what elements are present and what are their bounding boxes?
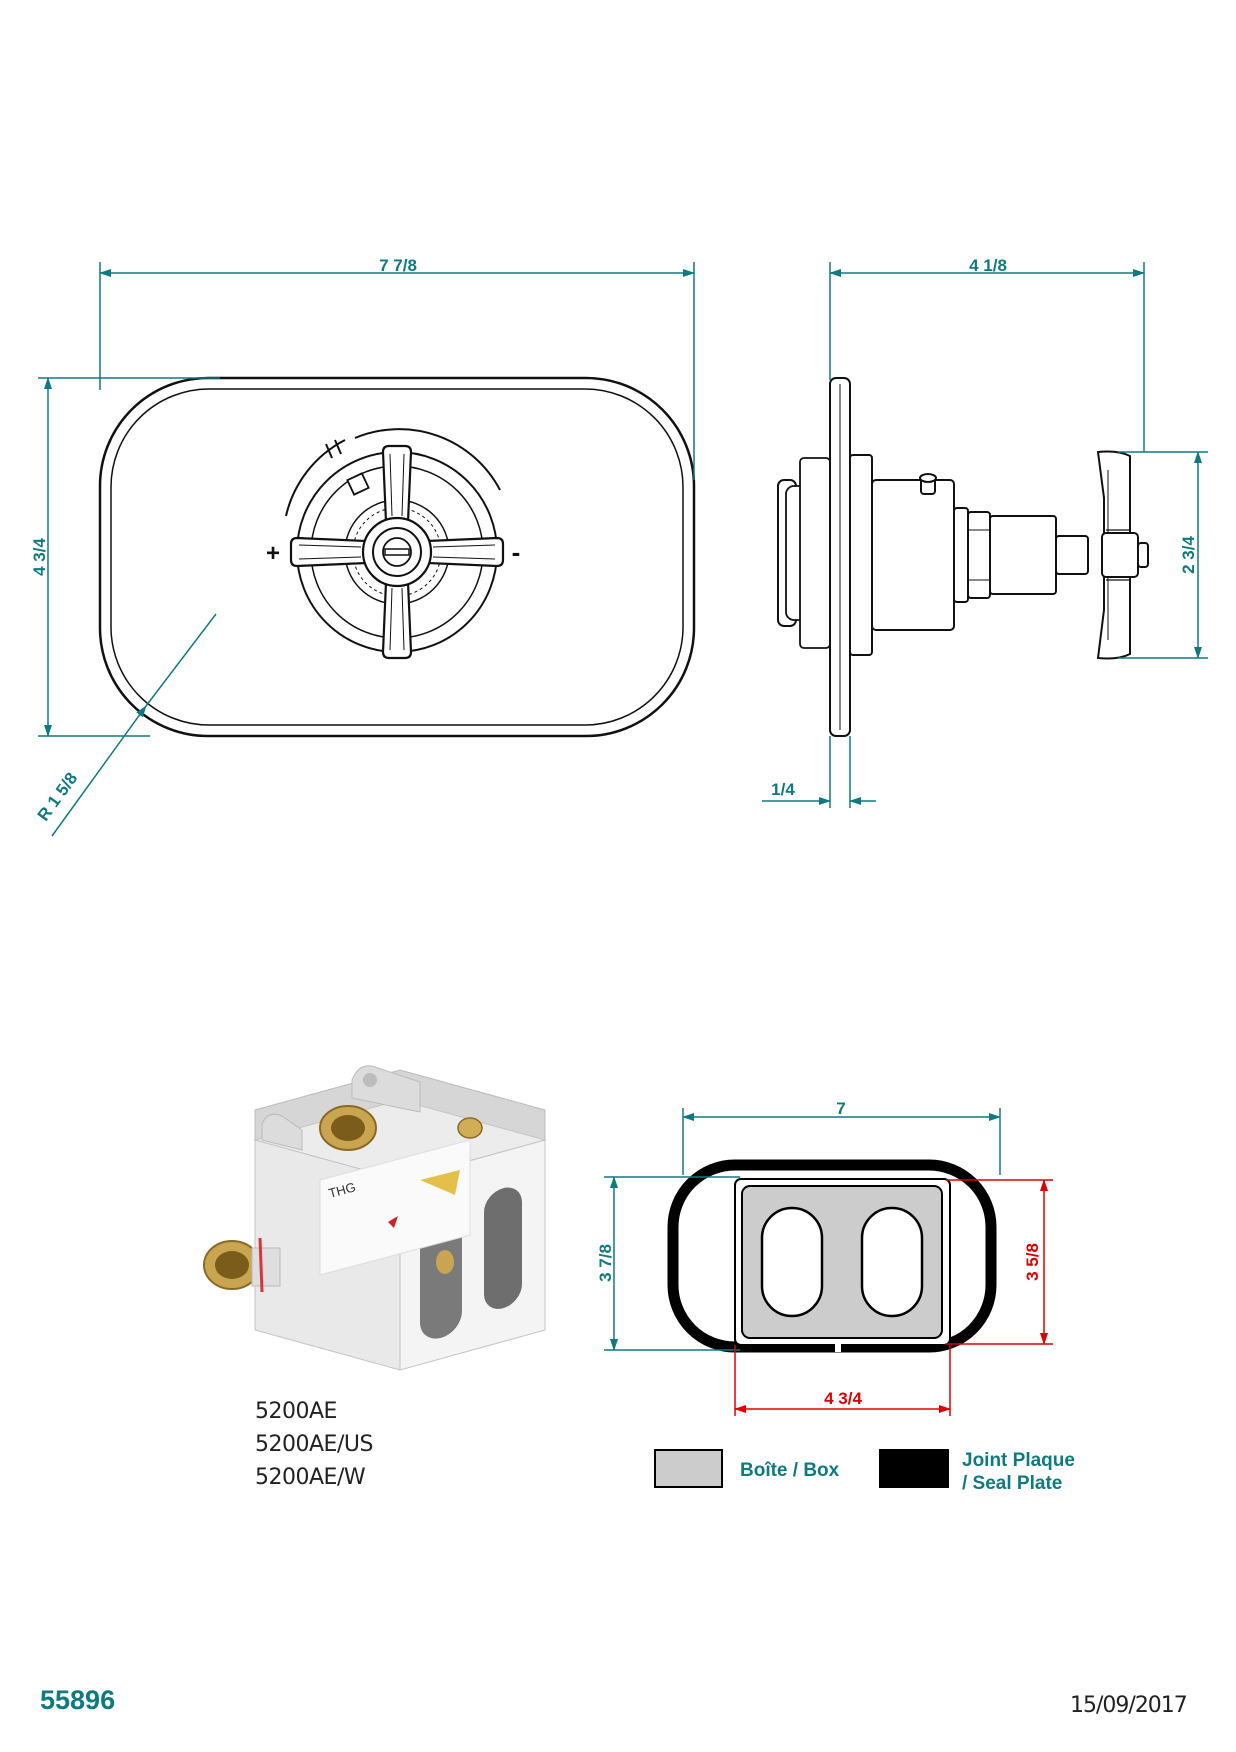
legend-seal-label-line1: Joint Plaque (962, 1450, 1075, 1471)
plate-thickness-label: 1/4 (771, 780, 795, 799)
width-dimension (99, 262, 695, 480)
radius-dimension-label: R 1 5/8 (34, 769, 82, 825)
box-opening-left (760, 1206, 824, 1318)
cross-handle (289, 444, 505, 660)
document-date: 15/09/2017 (1070, 1693, 1187, 1718)
legend-seal-swatch (879, 1449, 949, 1488)
height-dimension-label: 4 3/4 (30, 538, 49, 576)
inner-width-label: 4 3/4 (824, 1389, 862, 1408)
stop-button (346, 472, 370, 496)
inner-height-dimension (946, 1179, 1053, 1345)
width-dimension-label: 7 7/8 (379, 256, 417, 275)
outer-width-dimension (682, 1108, 1001, 1175)
product-photo: THG (203, 1065, 547, 1371)
model-item: 5200AE (255, 1399, 337, 1424)
reference-number: 55896 (40, 1685, 115, 1715)
outer-height-label: 3 7/8 (596, 1244, 615, 1282)
inner-width-dimension (734, 1345, 951, 1416)
radius-dimension (51, 613, 217, 837)
temperature-scale-arc (285, 428, 501, 517)
wall-plate-inner-edge (110, 388, 684, 726)
model-item: 5200AE/US (255, 1432, 373, 1457)
brand-mark: THG (327, 1179, 357, 1201)
outer-width-label: 7 (836, 1099, 845, 1118)
model-list: 5200AE 5200AE/US 5200AE/W (255, 1399, 373, 1490)
depth-dimension-label: 4 1/8 (969, 256, 1007, 275)
handle-height-dimension (1118, 451, 1208, 659)
inner-height-label: 3 5/8 (1023, 1243, 1042, 1281)
height-dimension (38, 377, 220, 737)
depth-dimension (829, 262, 1145, 452)
legend-box-swatch (654, 1449, 723, 1488)
minus-symbol: - (512, 537, 521, 567)
outer-height-dimension (604, 1176, 740, 1351)
plate-thickness-dimension (762, 736, 876, 808)
side-view (777, 377, 1149, 737)
handle-height-dimension-label: 2 3/4 (1179, 536, 1198, 574)
model-item: 5200AE/W (255, 1465, 366, 1490)
box-opening-right (860, 1206, 924, 1318)
box-seal-diagram (667, 1159, 997, 1353)
legend: Boîte / Box Joint Plaque / Seal Plate (654, 1449, 1075, 1494)
plus-symbol: + (266, 540, 280, 567)
legend-seal-label-line2: / Seal Plate (962, 1473, 1062, 1494)
legend-box-label: Boîte / Box (740, 1460, 840, 1481)
front-view: + - 7 7/8 4 3/4 R 1 5/8 (30, 256, 696, 837)
